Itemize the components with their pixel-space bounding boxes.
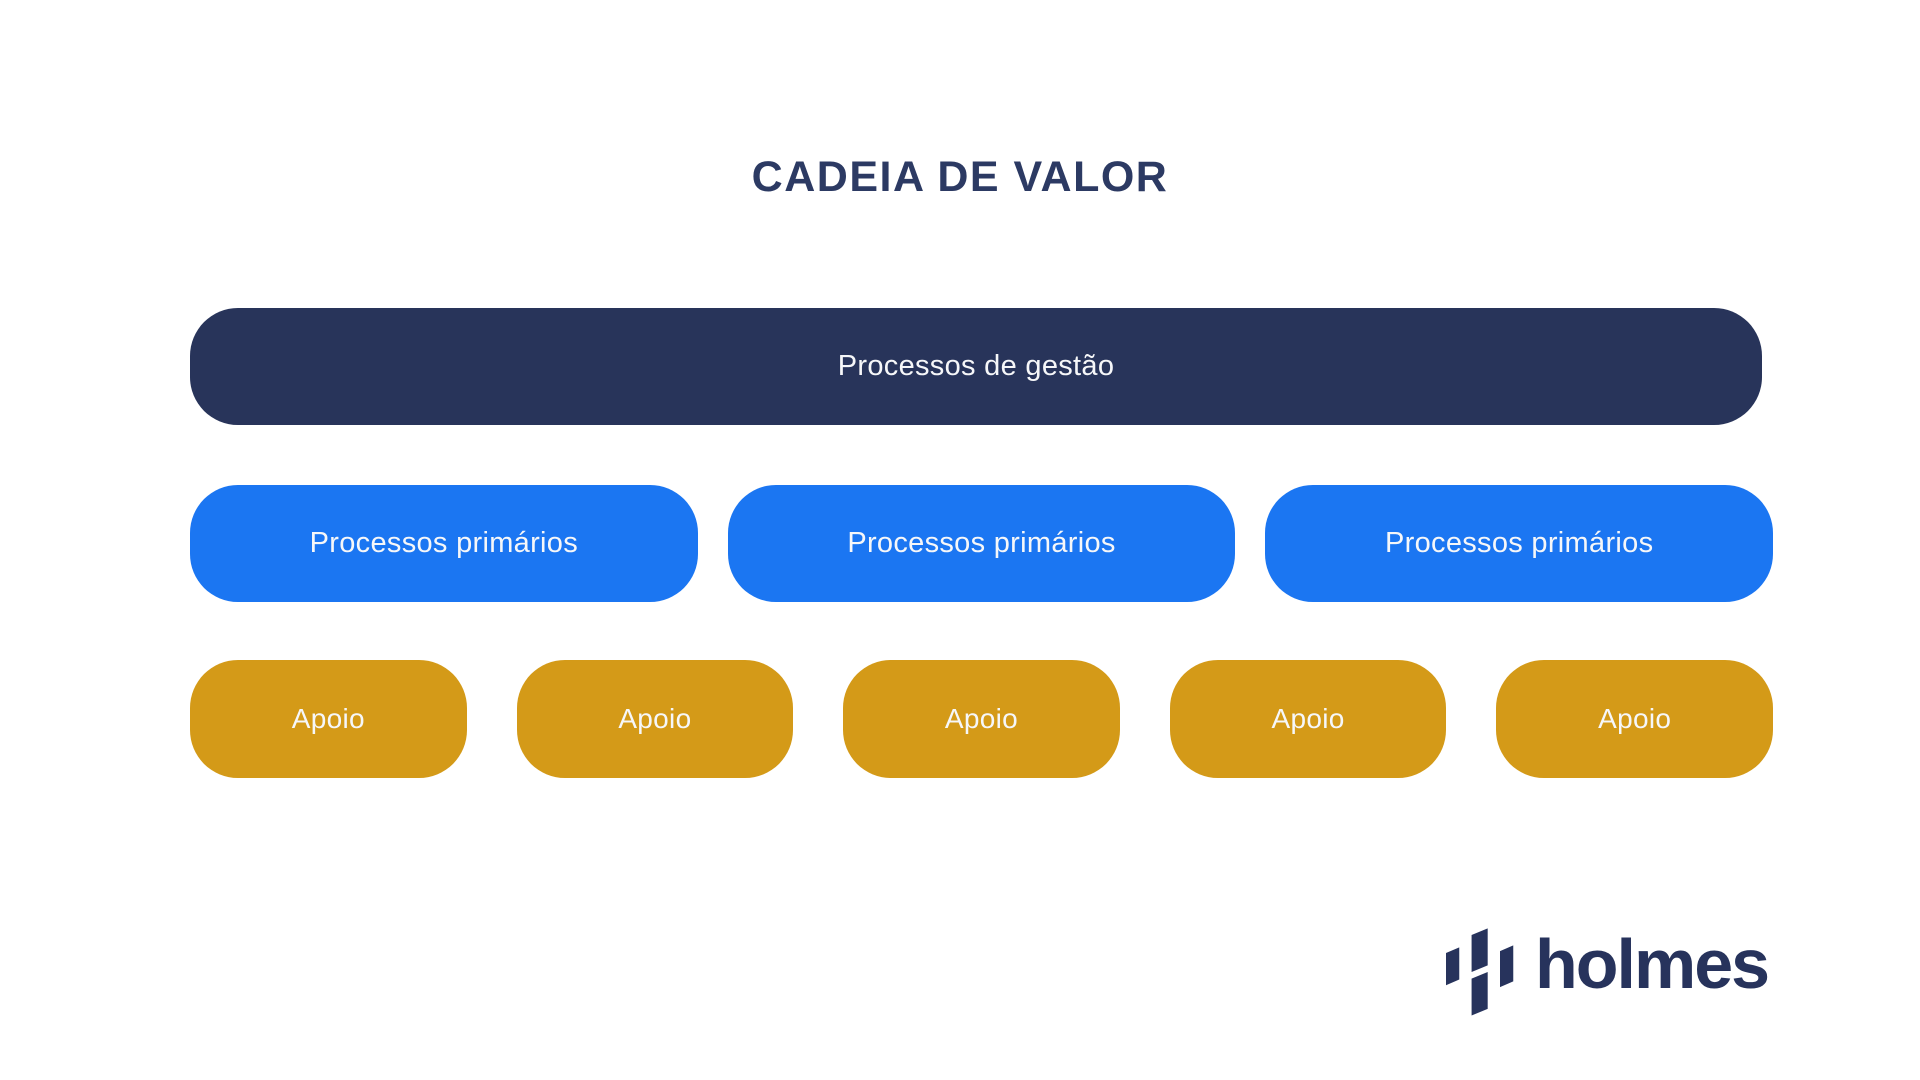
support-process-box: Apoio [843,660,1120,778]
support-process-row: Apoio Apoio Apoio Apoio Apoio [190,660,1773,778]
page-title: CADEIA DE VALOR [751,153,1169,201]
primary-process-box: Processos primários [727,485,1236,602]
support-process-box: Apoio [1496,660,1773,778]
primary-process-box: Processos primários [190,485,698,602]
holmes-logo: holmes [1446,925,1770,1017]
holmes-h-mark-icon [1446,928,1514,1016]
primary-process-box: Processos primários [1265,485,1774,602]
holmes-wordmark: holmes [1535,925,1770,1003]
management-process-box: Processos de gestão [190,308,1762,425]
support-process-box: Apoio [190,660,467,778]
management-process-row: Processos de gestão [190,308,1762,425]
support-process-box: Apoio [516,660,794,778]
primary-process-row: Processos primários Processos primários … [190,485,1774,602]
support-process-box: Apoio [1169,660,1447,778]
